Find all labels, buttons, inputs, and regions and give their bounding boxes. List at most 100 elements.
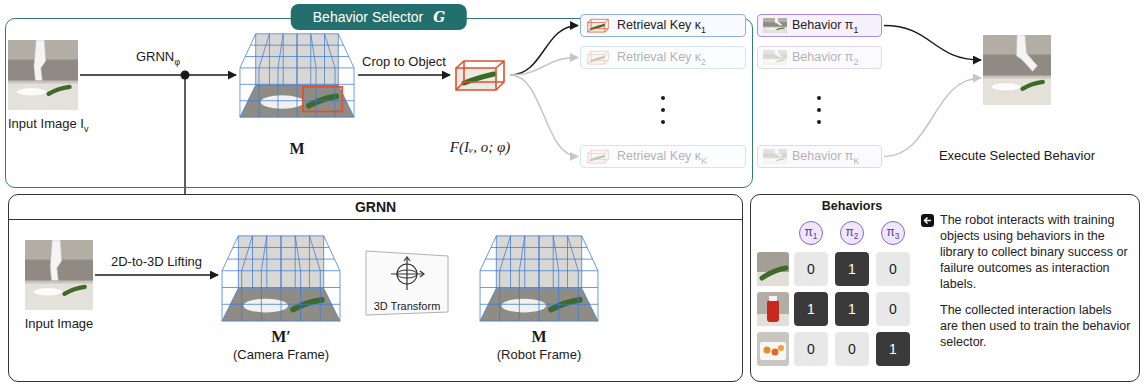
behavior-thumb	[763, 18, 787, 33]
caption: (Camera Frame)	[233, 346, 329, 363]
caption: F(Iᵥ, o; φ)	[450, 138, 510, 156]
connector-arrow	[510, 58, 578, 76]
node-key: Retrieval Key κK	[580, 145, 746, 168]
retrieval-key: Retrieval Key κK	[617, 146, 707, 172]
crop-box	[586, 18, 610, 33]
connector-arrow	[884, 26, 981, 61]
voxel-grid	[238, 30, 356, 120]
node-key: Retrieval Key κ2	[580, 46, 746, 69]
scene-photo	[8, 40, 78, 110]
note-text: The collected interaction labels are the…	[940, 302, 1132, 350]
caption-group: Execute Selected Behavior	[939, 147, 1095, 164]
node-beh: Behavior πK	[757, 145, 882, 168]
node-pic: M′(Camera Frame)	[220, 232, 342, 324]
node-circ: π1	[799, 221, 823, 245]
voxel-grid	[220, 232, 342, 324]
node-xform: 3D Transform	[362, 248, 452, 318]
selector-symbol: G	[433, 9, 445, 25]
connector-arrow	[80, 74, 236, 76]
back-icon	[921, 214, 934, 227]
behavior-name: Behavior π2	[792, 47, 858, 73]
key-thumb	[586, 50, 610, 65]
node-pic: Input Image Iv	[8, 40, 78, 110]
ellipsis-dots	[661, 96, 821, 124]
node-pic: Input Image	[25, 240, 93, 310]
table-cell: 1	[794, 292, 828, 326]
object-thumb	[757, 292, 789, 326]
node-headpanel: GRNNInput ImageM′(Camera Frame)3D Transf…	[8, 194, 743, 382]
subscript: φ	[174, 57, 180, 67]
title-tab: Behavior Selector G	[291, 4, 467, 30]
caption: M	[289, 140, 304, 158]
table-cell: 0	[835, 332, 869, 366]
behavior-thumb	[763, 50, 787, 65]
behavior-name: Behavior πK	[792, 146, 859, 172]
caption-group: M′(Camera Frame)	[233, 328, 329, 363]
node-pic: Execute Selected Behavior	[983, 35, 1051, 105]
retrieval-key: Retrieval Key κ1	[617, 15, 706, 41]
subscript: v	[84, 124, 89, 134]
table-cell: 1	[835, 252, 869, 286]
edge-label: GRNNφ	[134, 49, 182, 70]
table-heading: Behaviors	[822, 199, 882, 213]
connector-arrow	[358, 74, 450, 76]
scene-photo	[25, 240, 93, 310]
retrieval-key: Retrieval Key κ2	[617, 47, 706, 73]
connector-arrow	[95, 274, 218, 276]
scene-photo	[763, 50, 787, 65]
subscript: K	[701, 156, 707, 166]
subscript: 1	[701, 25, 706, 35]
edge-label: 2D-to-3D Lifting	[109, 254, 204, 270]
node-pic: M(Robot Frame)	[478, 232, 600, 324]
node-pic: M	[238, 30, 356, 120]
node-beh: Behavior π2	[757, 46, 882, 69]
table-cell: 1	[835, 292, 869, 326]
subscript: 3	[895, 231, 900, 241]
behavior-index: π2	[846, 225, 859, 241]
connector-arrow	[510, 26, 578, 76]
node-circ: π2	[840, 221, 864, 245]
table-cell: 0	[794, 332, 828, 366]
subscript: 2	[854, 231, 859, 241]
crop-box	[586, 50, 610, 65]
caption: Input Image Iv	[8, 115, 88, 138]
subscript: 1	[853, 25, 858, 35]
behavior-thumb	[763, 149, 787, 164]
caption-group: Input Image Iv	[8, 115, 88, 138]
table-cell: 0	[876, 292, 910, 326]
table-cell: 1	[876, 332, 910, 366]
behavior-index: π1	[805, 225, 818, 241]
scene-photo	[763, 149, 787, 164]
node-key: Retrieval Key κ1	[580, 14, 746, 37]
caption-group: F(Iᵥ, o; φ)	[450, 138, 510, 156]
caption-group: Input Image	[25, 315, 94, 332]
table-cell: 0	[794, 252, 828, 286]
voxel-grid	[478, 232, 600, 324]
edge-label: Crop to Object	[360, 54, 448, 70]
node-tabpanel: Behavior SelectorGInput Image IvMF(Iᵥ, o…	[5, 18, 753, 188]
key-thumb	[586, 149, 610, 164]
object-thumb	[757, 332, 789, 366]
node-circ: π3	[881, 221, 905, 245]
caption: M	[497, 328, 582, 346]
table-cell: 0	[876, 252, 910, 286]
subscript: K	[853, 156, 859, 166]
connector-arrow	[510, 75, 578, 157]
scene-photo	[983, 35, 1051, 105]
caption: Execute Selected Behavior	[939, 147, 1095, 164]
panel-title: Behavior Selector	[313, 9, 424, 25]
scene-photo	[763, 18, 787, 33]
node-beh: Behavior π1	[757, 14, 882, 37]
caption: Input Image	[25, 315, 94, 332]
key-thumb	[586, 18, 610, 33]
subscript: 2	[853, 57, 858, 67]
caption: M′	[233, 328, 329, 346]
behavior-name: Behavior π1	[792, 15, 858, 41]
connector-arrow	[884, 78, 981, 157]
transform-label: 3D Transform	[362, 300, 452, 312]
note-text: The robot interacts with training object…	[940, 212, 1132, 292]
crop-box	[586, 149, 610, 164]
caption-group: M(Robot Frame)	[497, 328, 582, 363]
behavior-index: π3	[887, 225, 900, 241]
